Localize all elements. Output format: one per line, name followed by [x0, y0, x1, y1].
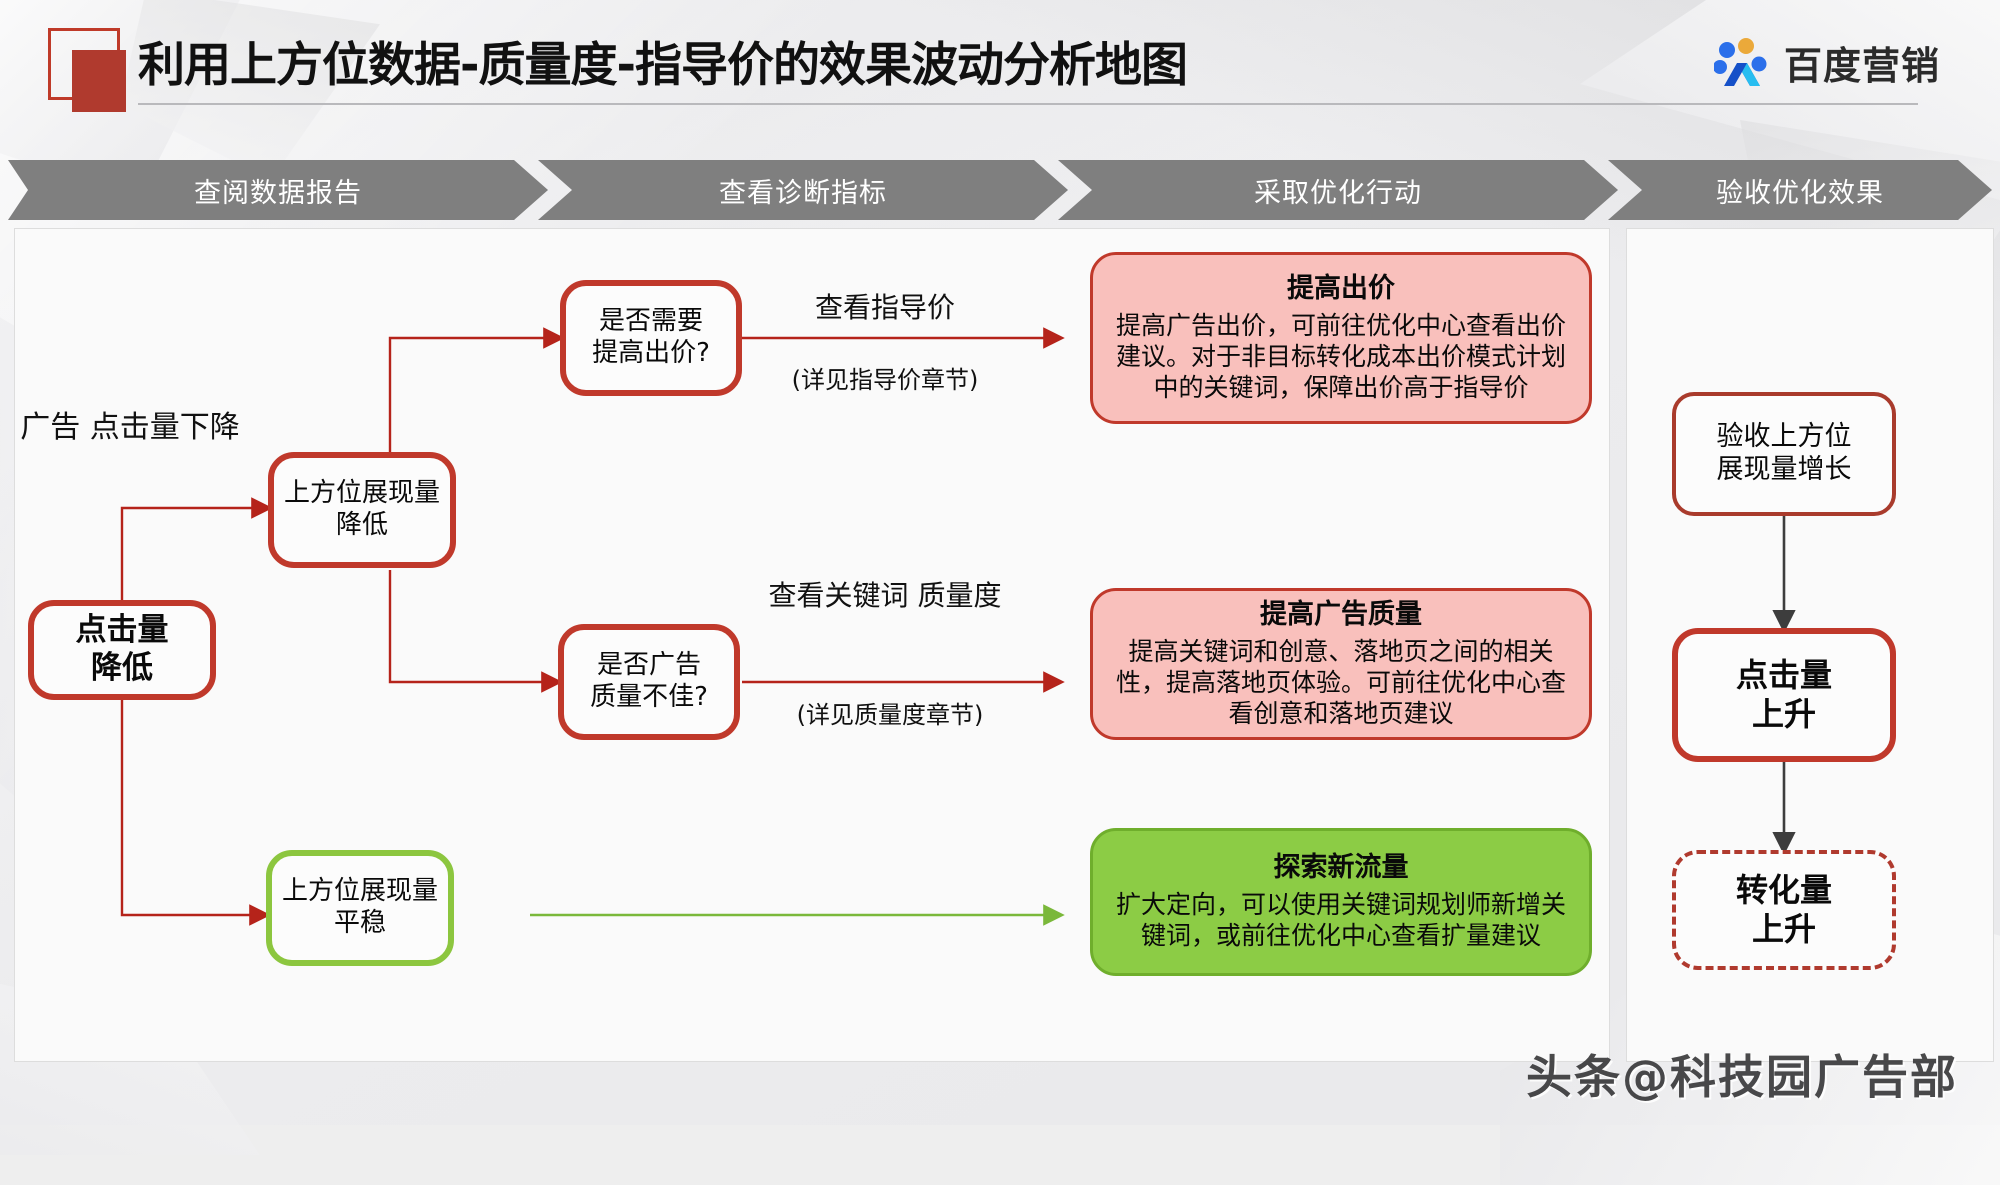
baidu-paw-icon [1713, 38, 1767, 86]
node-verify-impression-growth[interactable]: 验收上方位 展现量增长 [1672, 392, 1896, 516]
phase-label: 采取优化行动 [1254, 177, 1422, 209]
node-line-2: 降低 [335, 510, 388, 540]
page-title: 利用上方位数据-质量度-指导价的效果波动分析地图 [138, 38, 1188, 93]
edge-label-quality-line-1: 查看关键词 [768, 579, 909, 612]
node-line-2: 平稳 [333, 908, 386, 938]
node-decision-raise-bid[interactable]: 是否需要 提高出价? [560, 280, 742, 396]
action-card-raise-bid[interactable]: 提高出价 提高广告出价，可前往优化中心查看出价建议。对于非目标转化成本出价模式计… [1090, 252, 1592, 424]
node-line-1: 上方位展现量 [283, 478, 440, 509]
node-impression-stable[interactable]: 上方位展现量 平稳 [266, 850, 454, 966]
phase-chevron-2[interactable]: 查看诊断指标 [538, 160, 1068, 220]
phase-label: 查看诊断指标 [719, 177, 887, 209]
trigger-annotation: 广告 点击量下降 [20, 408, 240, 447]
phase-chevron-bar: 查阅数据报告 查看诊断指标 采取优化行动 验收优化效果 [8, 160, 1992, 220]
node-impression-drop[interactable]: 上方位展现量 降低 [268, 452, 456, 568]
node-line-2: 降低 [91, 650, 153, 686]
node-line-2: 上升 [1751, 695, 1816, 733]
node-line-2: 提高出价? [592, 338, 710, 368]
slide-header: 利用上方位数据-质量度-指导价的效果波动分析地图 百度营销 [0, 0, 2000, 128]
edge-label-quality-line-2: 质量度 [917, 579, 1002, 612]
edge-label-quality-note: (详见质量度章节) [796, 701, 984, 729]
action-card-body: 扩大定向，可以使用关键词规划师新增关键词，或前往优化中心查看扩量建议 [1115, 890, 1566, 951]
trigger-line-1: 广告 [20, 410, 81, 445]
node-decision-ad-quality[interactable]: 是否广告 质量不佳? [558, 624, 740, 740]
edge-label-bid: 查看指导价 [760, 290, 1010, 326]
action-card-body: 提高广告出价，可前往优化中心查看出价建议。对于非目标转化成本出价模式计划中的关键… [1115, 310, 1566, 403]
node-line-1: 是否需要 [598, 306, 703, 337]
phase-chevron-4[interactable]: 验收优化效果 [1608, 160, 1992, 220]
watermark: 头条@科技园广告部 [1526, 1050, 1958, 1104]
action-card-body: 提高关键词和创意、落地页之间的相关性，提高落地页体验。可前往优化中心查看创意和落… [1115, 636, 1566, 729]
node-line-1: 是否广告 [596, 650, 701, 681]
node-clicks-up[interactable]: 点击量 上升 [1672, 628, 1896, 762]
phase-label: 查阅数据报告 [194, 177, 362, 209]
action-card-explore-traffic[interactable]: 探索新流量 扩大定向，可以使用关键词规划师新增关键词，或前往优化中心查看扩量建议 [1090, 828, 1592, 976]
action-card-title: 提高广告质量 [1260, 598, 1422, 630]
node-line-1: 转化量 [1735, 870, 1832, 909]
edge-note-bid: (详见指导价章节) [745, 365, 1025, 396]
phase-chevron-3[interactable]: 采取优化行动 [1058, 160, 1618, 220]
node-line-2: 展现量增长 [1716, 454, 1852, 485]
action-card-improve-quality[interactable]: 提高广告质量 提高关键词和创意、落地页之间的相关性，提高落地页体验。可前往优化中… [1090, 588, 1592, 740]
title-square-solid-icon [72, 50, 126, 112]
node-line-1: 上方位展现量 [281, 876, 438, 907]
node-line-2: 上升 [1751, 910, 1816, 948]
trigger-line-2: 点击量下降 [89, 410, 240, 445]
node-start-clicks-down[interactable]: 点击量 降低 [28, 600, 216, 700]
node-conversions-up[interactable]: 转化量 上升 [1672, 850, 1896, 970]
edge-label-bid-main: 查看指导价 [814, 291, 955, 324]
edge-note-quality: (详见质量度章节) [745, 700, 1035, 731]
action-card-title: 提高出价 [1287, 272, 1395, 304]
edge-label-quality: 查看关键词 质量度 [760, 578, 1010, 614]
node-line-1: 点击量 [75, 612, 169, 649]
edge-label-bid-note: (详见指导价章节) [791, 366, 979, 394]
node-line-2: 质量不佳? [590, 682, 708, 712]
title-divider [138, 103, 1918, 105]
action-card-title: 探索新流量 [1273, 852, 1409, 884]
brand-logo-text: 百度营销 [1783, 43, 1940, 88]
phase-chevron-1[interactable]: 查阅数据报告 [8, 160, 548, 220]
brand-logo: 百度营销 [1713, 34, 1940, 90]
node-line-1: 点击量 [1735, 655, 1832, 694]
phase-label: 验收优化效果 [1716, 177, 1884, 209]
node-line-1: 验收上方位 [1716, 421, 1852, 453]
